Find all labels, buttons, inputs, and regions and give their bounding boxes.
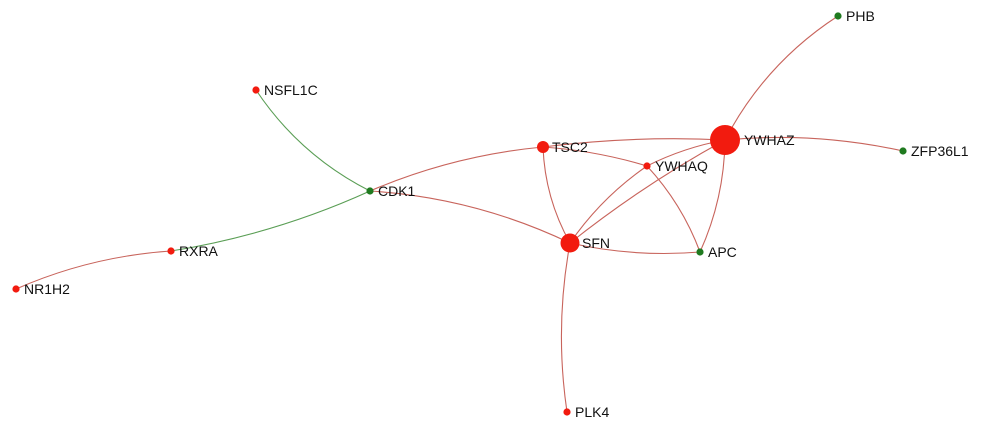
node-label-phb: PHB — [846, 8, 875, 24]
node-label-ywhaz: YWHAZ — [744, 132, 795, 148]
node-label-sfn: SFN — [582, 235, 610, 251]
edge-ywhaq-sfn — [569, 165, 648, 244]
edge-ywhaq-apc — [646, 165, 701, 253]
node-rxra — [167, 247, 175, 255]
node-label-plk4: PLK4 — [575, 404, 609, 420]
node-nsfl1c — [252, 86, 260, 94]
node-label-cdk1: CDK1 — [378, 183, 416, 199]
edge-ywhaz-apc — [699, 139, 726, 253]
node-apc — [696, 248, 704, 256]
edges-layer — [15, 15, 904, 413]
edge-cdk1-sfn — [369, 190, 571, 244]
edge-tsc2-sfn — [542, 146, 571, 244]
node-zfp36l1 — [899, 147, 907, 155]
edge-rxra-cdk1 — [170, 190, 371, 252]
node-label-nsfl1c: NSFL1C — [264, 82, 318, 98]
edge-cdk1-tsc2 — [369, 146, 544, 192]
edge-tsc2-ywhaz — [542, 138, 726, 148]
edge-nr1h2-rxra — [15, 250, 172, 290]
edge-ywhaz-zfp36l1 — [724, 136, 904, 152]
node-label-ywhaq: YWHAQ — [655, 158, 708, 174]
node-tsc2 — [537, 141, 549, 153]
node-label-zfp36l1: ZFP36L1 — [911, 143, 969, 159]
node-plk4 — [563, 408, 571, 416]
node-sfn — [560, 233, 580, 253]
edge-sfn-apc — [569, 242, 701, 255]
node-nr1h2 — [12, 285, 20, 293]
edge-ywhaz-phb — [724, 15, 839, 141]
node-label-nr1h2: NR1H2 — [24, 281, 70, 297]
node-cdk1 — [366, 187, 374, 195]
node-phb — [834, 12, 842, 20]
edge-ywhaz-sfn — [569, 139, 726, 244]
node-ywhaq — [643, 162, 651, 170]
edge-tsc2-ywhaq — [542, 146, 648, 167]
node-ywhaz — [710, 125, 740, 155]
nodes-layer — [12, 12, 907, 416]
node-label-apc: APC — [708, 244, 737, 260]
edge-sfn-plk4 — [560, 242, 571, 413]
edge-nsfl1c-cdk1 — [255, 89, 371, 192]
node-label-tsc2: TSC2 — [552, 139, 588, 155]
node-label-rxra: RXRA — [179, 243, 219, 259]
